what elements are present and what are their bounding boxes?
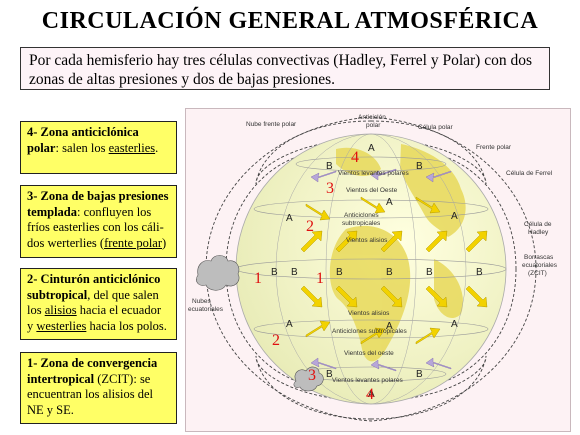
zone-2-text-mid: hacia el ecuador y: [27, 303, 161, 333]
label-anticiclones-n2: subtropicales: [342, 220, 381, 227]
label-oeste-s: Vientos del oeste: [344, 350, 394, 357]
zone-4-text: : salen los: [55, 140, 109, 155]
zone-number-3-north: 3: [326, 180, 334, 197]
zone-number-1-center: 1: [316, 270, 324, 287]
zone-3-box: 3- Zona de bajas presiones templada: con…: [20, 185, 177, 258]
label-celula-polar: Célula polar: [418, 124, 454, 131]
zone-1-text: (ZCIT): se encuentran los alisios del NE…: [27, 371, 154, 417]
pressure-b: B: [386, 267, 393, 278]
circulation-diagram: Nube frente polar Anticiclón polar Célul…: [185, 108, 571, 432]
zone-3-text-end: ): [162, 235, 167, 250]
pressure-a: A: [368, 143, 375, 154]
label-celula-ferrel: Célula de Ferrel: [506, 170, 553, 177]
pressure-a: A: [286, 319, 293, 330]
zone-number-4-north: 4: [351, 149, 359, 166]
circulation-diagram-svg: Nube frente polar Anticiclón polar Célul…: [188, 114, 558, 422]
pressure-a: A: [386, 197, 393, 208]
label-frente-polar: Frente polar: [476, 144, 512, 151]
label-levantes-n: Vientos levantes polares: [338, 170, 409, 177]
label-ecuatoriales2: ecuatoriales: [188, 306, 224, 313]
label-alisios-s: Vientos alisios: [348, 310, 390, 317]
clouds: [196, 255, 324, 392]
pressure-b: B: [476, 267, 483, 278]
label-levantes-s: Vientos levantes polares: [332, 377, 403, 384]
zone-number-4-south: 4: [366, 386, 374, 403]
pressure-b: B: [326, 369, 333, 380]
label-zcit: (ZCIT): [528, 270, 547, 277]
pressure-b: B: [416, 369, 423, 380]
label-alisios-n: Vientos alisios: [346, 237, 388, 244]
zone-1-box: 1- Zona de convergencia intertropical (Z…: [20, 352, 177, 424]
zone-2-underline-b: westerlies: [36, 318, 87, 333]
label-nube-polar: Nube frente polar: [246, 121, 297, 128]
pressure-b: B: [326, 161, 333, 172]
zone-2-box: 2- Cinturón anticiclónico subtropical, d…: [20, 268, 177, 340]
intro-box: Por cada hemisferio hay tres células con…: [20, 47, 550, 90]
zone-4-box: 4- Zona anticiclónica polar: salen los e…: [20, 121, 177, 174]
zone-2-title: 2- Cinturón anticiclónico subtropical: [27, 272, 161, 302]
pressure-b: B: [416, 161, 423, 172]
pressure-b: B: [291, 267, 298, 278]
zone-1-title: 1- Zona de convergencia intertropical: [27, 356, 158, 386]
zone-3-underline: frente polar: [104, 235, 163, 250]
label-polar: polar: [366, 122, 381, 129]
zone-3-text: : confluyen los fríos easterlies con los…: [27, 204, 164, 250]
label-anticiclones-s: Anticiclones subtropicales: [332, 328, 408, 335]
zone-2-underline-a: alisios: [44, 303, 77, 317]
zone-4-text-end: .: [155, 140, 159, 155]
zone-2-text-end: hacia los polos.: [86, 318, 167, 333]
zone-number-3-south: 3: [308, 367, 316, 384]
label-anticiclones-n1: Anticiclones: [344, 212, 379, 219]
label-anticiclon: Anticiclón: [358, 114, 386, 121]
zone-number-1-west: 1: [254, 270, 262, 287]
zone-3-title: 3- Zona de bajas presiones templada: [27, 189, 169, 219]
zone-4-title: 4- Zona anticiclónica polar: [27, 125, 139, 155]
pressure-a: A: [368, 389, 375, 400]
pressure-a: A: [451, 211, 458, 222]
label-celula-de: Célula de: [524, 221, 552, 228]
pressure-b: B: [426, 267, 433, 278]
pressure-a: A: [386, 321, 393, 332]
zone-2-text: , del que salen los: [27, 287, 159, 318]
pressure-b: B: [271, 267, 278, 278]
label-hadley: Hadley: [528, 229, 549, 236]
wind-arrows-yellow: [300, 196, 488, 345]
wind-arrows-purple: [310, 168, 452, 372]
zone-number-2-south: 2: [272, 332, 280, 349]
pressure-a: A: [451, 319, 458, 330]
pressure-a: A: [286, 213, 293, 224]
label-oeste-n: Vientos del Oeste: [346, 187, 398, 194]
label-borrascas: Borrascas: [524, 254, 554, 261]
cell-loops: [205, 116, 537, 422]
page-title: CIRCULACIÓN GENERAL ATMOSFÉRICA: [41, 8, 539, 34]
meridian-lines: [275, 133, 467, 405]
zone-4-underline: easterlies: [108, 140, 156, 155]
pressure-b: B: [336, 267, 343, 278]
zone-number-2-north: 2: [306, 218, 314, 235]
label-nubes: Nubes: [192, 298, 212, 305]
label-ecuatoriales: ecuatoriales: [522, 262, 558, 269]
